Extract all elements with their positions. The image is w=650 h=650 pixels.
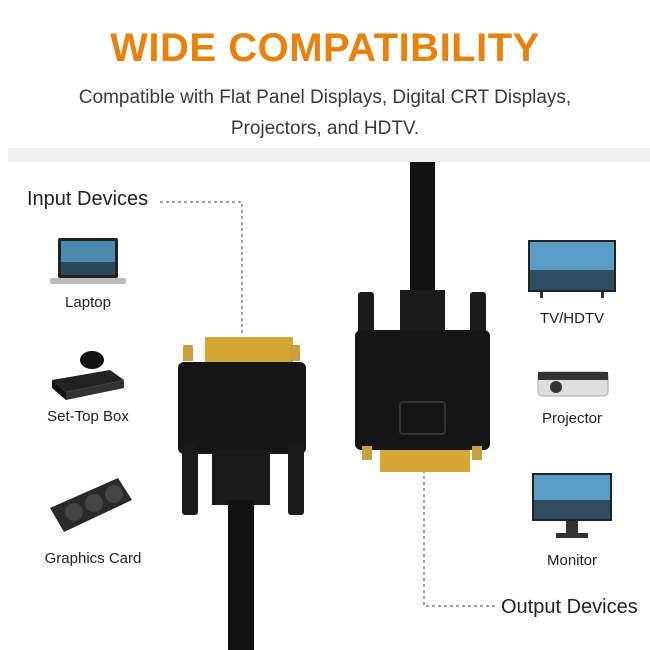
monitor-icon <box>532 473 612 538</box>
dashed-leaders <box>160 201 495 607</box>
device-label-monitor: Monitor <box>546 552 598 569</box>
projector-icon <box>537 371 609 397</box>
device-label-tv: TV/HDTV <box>539 310 605 327</box>
subtitle-line-2: Projectors, and HDTV. <box>230 118 420 139</box>
laptop-icon <box>50 238 126 284</box>
set-top-box-icon <box>52 351 124 400</box>
graphics-card-icon <box>50 478 132 532</box>
device-label-projector: Projector <box>541 410 603 427</box>
subtitle-line-1: Compatible with Flat Panel Displays, Dig… <box>78 87 572 108</box>
device-label-laptop: Laptop <box>65 294 111 311</box>
dvi-connector-left <box>178 337 306 650</box>
divider-band <box>8 148 650 162</box>
page-title: WIDE COMPATIBILITY <box>110 26 540 70</box>
device-label-graphics-card: Graphics Card <box>44 550 142 567</box>
output-devices-heading: Output Devices <box>501 596 638 618</box>
dvi-connector-right <box>355 162 490 472</box>
input-devices-heading: Input Devices <box>27 188 149 210</box>
tv-icon <box>528 240 616 298</box>
device-label-set-top-box: Set-Top Box <box>47 408 129 425</box>
